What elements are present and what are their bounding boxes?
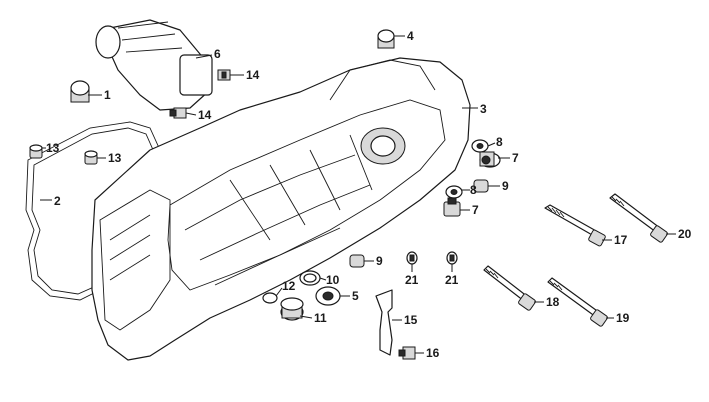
starter-motor [95,19,213,111]
callout-19: 19 [616,311,630,325]
callout-2: 2 [54,194,61,208]
callout-labels: 1 2 3 4 5 6 7 7 8 8 9 9 10 11 12 13 13 1… [46,29,692,360]
callout-8b: 8 [470,183,477,197]
dowel-part-1 [70,80,90,103]
callout-11: 11 [314,311,327,325]
drain-plug-part-7a [479,151,501,168]
dowel-part-21a [406,251,418,265]
callout-12: 12 [282,279,296,293]
callout-16: 16 [426,346,440,360]
callout-7b: 7 [472,203,479,217]
long-bolt-part-17 [544,204,606,247]
dowel-part-4 [377,29,395,49]
washer-part-8b [445,185,463,199]
o-ring-part-10 [299,270,321,286]
callout-18: 18 [546,295,560,309]
callout-7a: 7 [512,151,519,165]
callout-13b: 13 [108,151,122,165]
dowel-part-21b [446,251,458,265]
callout-21b: 21 [445,273,459,287]
sleeve-part-9b [349,254,365,268]
callout-4: 4 [407,29,414,43]
callout-10: 10 [326,273,340,287]
callout-15: 15 [404,313,418,327]
callout-5: 5 [352,289,359,303]
callout-14a: 14 [246,68,260,82]
callout-8a: 8 [496,135,503,149]
long-bolt-part-19 [547,277,608,327]
bracket-part-15 [375,289,393,356]
washer-part-8a [471,139,489,153]
callout-20: 20 [678,227,692,241]
callout-14b: 14 [198,108,212,122]
leader-lines [40,35,676,354]
callout-9b: 9 [376,254,383,268]
bolt-part-16 [398,346,416,360]
pin-part-13b [84,150,98,165]
crankcase-part-3 [91,57,471,361]
callout-6: 6 [214,47,221,61]
callout-13a: 13 [46,141,60,155]
plug-part-7b [443,197,461,217]
cap-part-5 [315,286,341,306]
long-bolt-part-18 [483,265,536,311]
bolt-part-14b [169,107,187,119]
callout-3: 3 [480,102,487,116]
callout-17: 17 [614,233,628,247]
bolt-part-14a [217,69,231,81]
drain-plug-part-11 [280,297,304,321]
long-bolt-part-20 [609,193,668,243]
callout-21a: 21 [405,273,419,287]
pin-part-13a [29,144,43,159]
washer-part-12 [262,292,278,304]
callout-1: 1 [104,88,111,102]
callout-9a: 9 [502,179,509,193]
